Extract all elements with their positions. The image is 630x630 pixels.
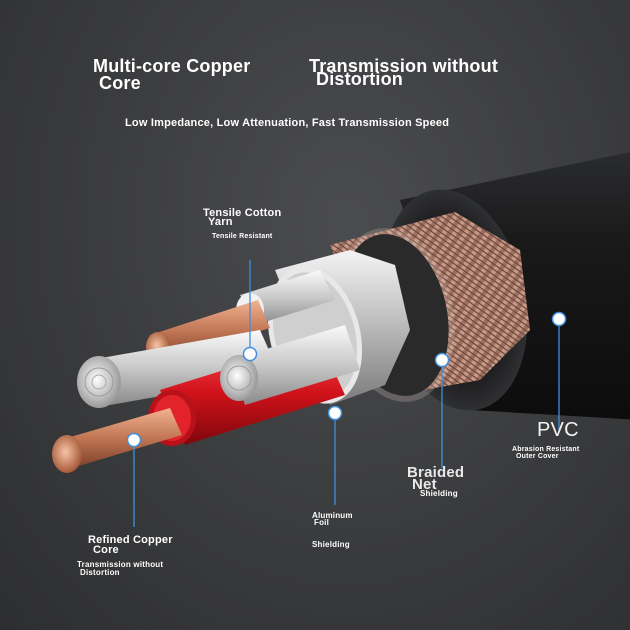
silver-stranded-core [220, 325, 360, 405]
copper-detail-line2: Distortion [80, 568, 120, 577]
headline-right-line1: Transmission without [309, 56, 499, 76]
braid-detail: Shielding [420, 489, 458, 498]
foil-detail: Shielding [312, 540, 350, 549]
headline-left-line1: Multi-core Copper [93, 56, 251, 76]
subtitle: Low Impedance, Low Attenuation, Fast Tra… [125, 117, 450, 129]
pvc-detail-line1: Abrasion Resistant [512, 446, 580, 453]
foil-callout-dot [327, 405, 343, 421]
tensile-label-line1: Tensile Cotton [203, 207, 282, 219]
tensile-label-line2: Yarn [208, 216, 233, 228]
tensile-detail: Tensile Resistant [212, 233, 273, 240]
front-copper-conductor [52, 408, 182, 473]
copper-label-line1: Refined Copper [88, 534, 173, 546]
leader-lines [133, 260, 560, 527]
callout-dots [126, 311, 567, 448]
braid-label-line2: Net [412, 476, 437, 493]
copper-label-line2: Core [93, 544, 119, 556]
tensile-callout-dot [242, 346, 258, 362]
headline-right-line2: Distortion [316, 69, 403, 89]
copper-detail-line1: Transmission without [77, 560, 164, 569]
braid-label-line1: Braided [407, 464, 465, 481]
pvc-label: PVC [537, 419, 579, 441]
copper-callout-dot [126, 432, 142, 448]
pvc-detail-line2: Outer Cover [516, 453, 559, 460]
braid-callout-dot [434, 352, 450, 368]
pvc-callout-dot [551, 311, 567, 327]
foil-label-line2: Foil [314, 518, 330, 527]
headline-left-line2: Core [99, 73, 141, 93]
tensile-yarn-bundle [77, 330, 280, 408]
foil-label-line1: Aluminum [312, 511, 353, 520]
